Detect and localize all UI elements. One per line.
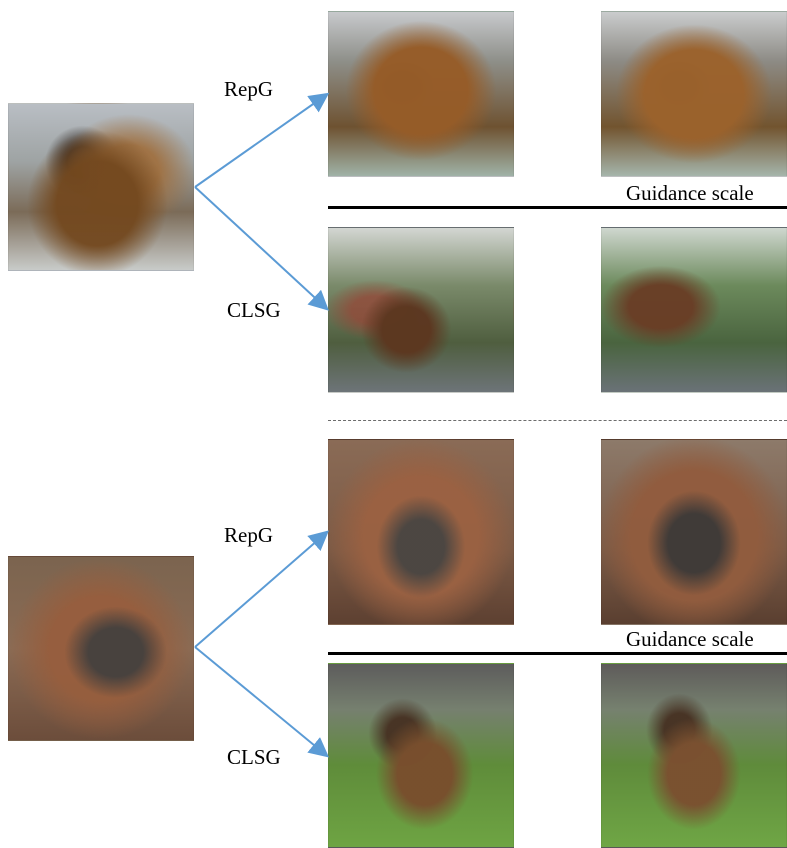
repg-output-bottom-1 [328,439,514,625]
arrow-to-clsg-bottom [194,646,330,758]
clsg-output-top-1 [328,227,514,393]
arrow-to-repg-top [194,92,330,188]
repg-label-top: RepG [224,77,273,101]
input-image-top [8,103,194,271]
repg-output-bottom-2 [601,439,787,625]
repg-output-top-2 [601,11,787,177]
arrow-to-clsg-top [194,186,329,311]
guidance-scale-label-bottom: Guidance scale [626,627,754,651]
separator-line-bottom [328,652,787,655]
clsg-label-bottom: CLSG [227,745,281,769]
clsg-output-top-2 [601,227,787,393]
input-image-bottom [8,556,194,741]
arrow-to-repg-bottom [194,530,330,648]
repg-output-top-1 [328,11,514,177]
clsg-output-bottom-2 [601,663,787,848]
section-divider [328,420,787,421]
separator-line-top [328,206,787,209]
guidance-scale-label-top: Guidance scale [626,181,754,205]
repg-label-bottom: RepG [224,523,273,547]
clsg-output-bottom-1 [328,663,514,848]
clsg-label-top: CLSG [227,298,281,322]
